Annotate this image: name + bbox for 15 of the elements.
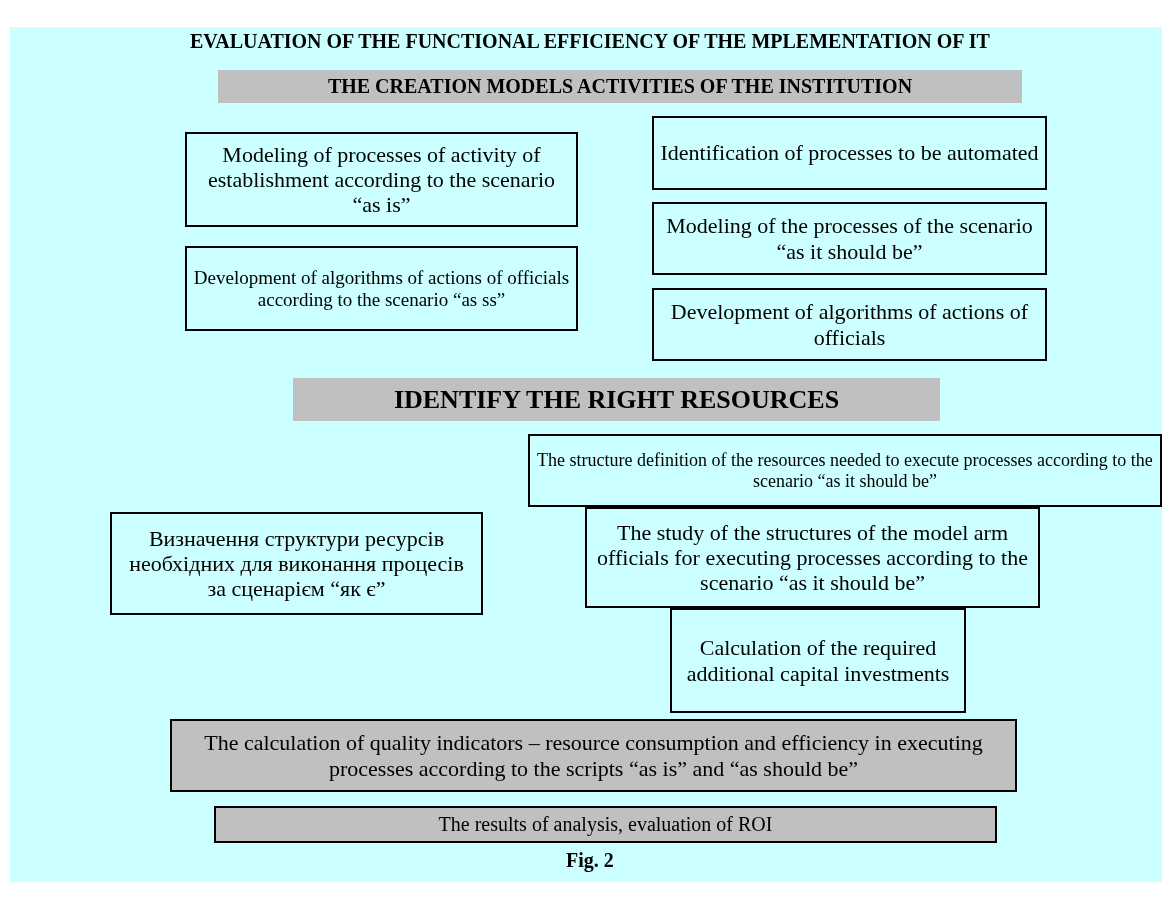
summary-box: The results of analysis, evaluation of ROI [214,806,997,843]
process-box: Визначення структури ресурсів необхідних для виконання процесів за сценарієм “як є” [110,512,483,615]
figure-caption: Fig. 2 [566,849,614,872]
process-box: The structure definition of the resources needed to execute processes according to the scenario “as it should be” [528,434,1162,507]
summary-box: The calculation of quality indicators – resource consumption and efficiency in executing processes according to the scripts “as is” and “as should be” [170,719,1017,792]
diagram-title: EVALUATION OF THE FUNCTIONAL EFFICIENCY OF THE MPLEMENTATION OF IT [190,30,990,53]
process-box: Development of algorithms of actions of officials [652,288,1047,361]
process-box: Modeling of processes of activity of establishment according to the scenario “as is” [185,132,578,227]
section-header: IDENTIFY THE RIGHT RESOURCES [293,378,940,421]
section-header: THE CREATION MODELS ACTIVITIES OF THE INSTITUTION [218,70,1022,103]
process-box: Calculation of the required additional capital investments [670,608,966,713]
process-box: Identification of processes to be automated [652,116,1047,190]
process-box: Modeling of the processes of the scenario “as it should be” [652,202,1047,275]
process-box: Development of algorithms of actions of officials according to the scenario “as ss” [185,246,578,331]
process-box: The study of the structures of the model arm officials for executing processes according to the scenario “as it should be” [585,507,1040,608]
